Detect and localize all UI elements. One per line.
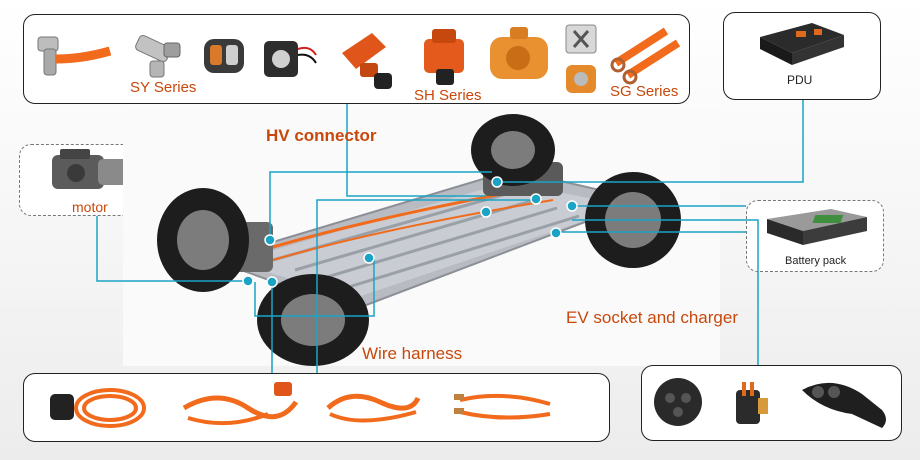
battery-pack-icon bbox=[767, 209, 867, 245]
sh-series-label: SH Series bbox=[414, 87, 482, 104]
ev-socket-panel bbox=[641, 365, 902, 441]
orange-plug-icon bbox=[342, 33, 392, 89]
charge-port-icon bbox=[736, 382, 768, 424]
battery-pack-label: Battery pack bbox=[785, 255, 847, 267]
orange-cable-icon bbox=[326, 393, 421, 423]
ev-socket-charger-label: EV socket and charger bbox=[566, 308, 738, 327]
hv-connector-label: HV connector bbox=[266, 126, 377, 145]
ev-socket-icon bbox=[654, 378, 702, 426]
wire-harness-panel bbox=[23, 373, 610, 442]
sg-series-label: SG Series bbox=[610, 83, 679, 100]
pdu-label: PDU bbox=[787, 73, 813, 87]
harness-bundle-icon bbox=[182, 382, 299, 426]
charger-plug-icon bbox=[802, 382, 886, 428]
battery-pack-panel: Battery pack bbox=[746, 200, 884, 272]
twin-cable-icon bbox=[454, 393, 551, 420]
gear-connector-icon bbox=[490, 27, 548, 79]
pdu-panel: PDU bbox=[723, 12, 881, 100]
orange-socket-icon bbox=[424, 29, 464, 85]
wire-harness-label: Wire harness bbox=[362, 344, 463, 363]
straight-connector-icon bbox=[135, 34, 181, 78]
motor-unit-icon bbox=[52, 149, 130, 189]
ring-terminal-cable-icon bbox=[610, 27, 681, 85]
connector-series-panel: SY Series SH Series SG Series bbox=[23, 14, 690, 104]
sy-series-label: SY Series bbox=[130, 79, 197, 96]
cap-connector-icon bbox=[565, 24, 597, 93]
round-connector-icon bbox=[204, 39, 244, 73]
elbow-connector-icon bbox=[37, 36, 112, 76]
motor-label: motor bbox=[72, 199, 108, 215]
black-connector-icon bbox=[264, 41, 317, 77]
coiled-harness-icon bbox=[50, 388, 146, 428]
pdu-module-icon bbox=[760, 23, 844, 65]
